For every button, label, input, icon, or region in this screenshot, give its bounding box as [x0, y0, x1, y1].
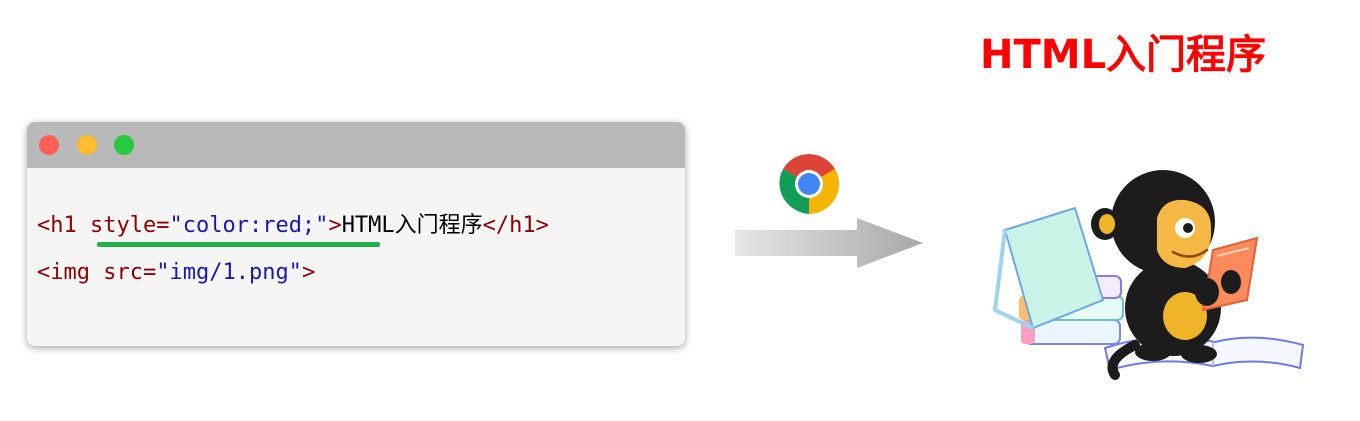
h1-open-tag: <h1: [37, 213, 77, 238]
flow-arrow: [735, 218, 923, 268]
output-heading: HTML入门程序: [980, 32, 1267, 78]
h1-close-tag: </h1>: [482, 213, 549, 238]
close-window-dot[interactable]: [39, 135, 59, 155]
minimize-window-dot[interactable]: [77, 135, 97, 155]
maximize-window-dot[interactable]: [114, 135, 134, 155]
style-attribute-name: style: [90, 213, 157, 238]
h1-content: HTML入门程序: [341, 213, 483, 238]
code-line-h1: <h1 style="color:red;">HTML入门程序</h1>: [37, 211, 549, 241]
space: [77, 213, 90, 238]
h1-open-tag-end: >: [328, 213, 342, 238]
src-attribute-value: "img/1.png": [156, 260, 302, 285]
space: [90, 260, 103, 285]
chrome-icon: [779, 154, 839, 214]
window-titlebar: [27, 122, 685, 168]
reading-monkey-illustration: [992, 170, 1305, 380]
equals-sign: =: [142, 260, 157, 285]
img-tag-end: >: [301, 260, 316, 285]
code-line-img: <img src="img/1.png">: [37, 258, 315, 288]
style-highlight-underline: [97, 242, 380, 247]
img-open-tag: <img: [37, 260, 90, 285]
src-attribute-name: src: [103, 260, 143, 285]
style-attribute-value: "color:red;": [169, 213, 329, 238]
equals-sign: =: [156, 213, 170, 238]
code-editor-window: <h1 style="color:red;">HTML入门程序</h1> <im…: [27, 122, 685, 346]
